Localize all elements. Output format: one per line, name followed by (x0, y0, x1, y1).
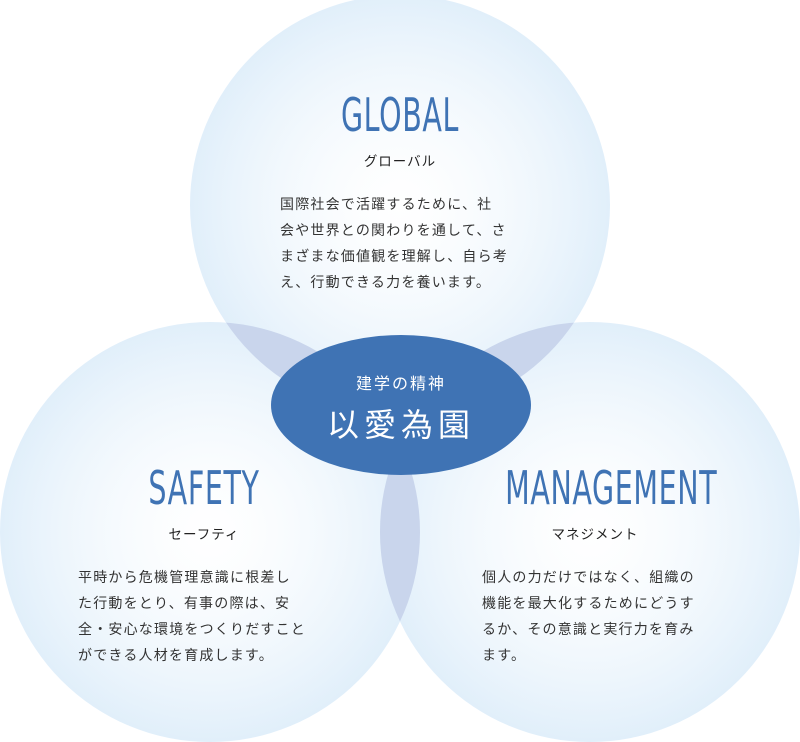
center-subtitle: 建学の精神 (355, 374, 446, 393)
global-description: 国際社会で活躍するために、社 会や世界との関わりを通して、さ まざまな価値観を理… (280, 192, 540, 296)
safety-line-1: 平時から危機管理意識に根差し (78, 570, 291, 586)
global-line-2: 会や世界との関わりを通して、さ (280, 223, 507, 239)
management-line-2: 機能を最大化するためにどうす (482, 596, 695, 612)
safety-title: SAFETY (148, 461, 260, 515)
global-line-1: 国際社会で活躍するために、社 (280, 197, 493, 213)
safety-block: SAFETY セーフティ 平時から危機管理意識に根差し た行動をとり、有事の際は… (64, 465, 344, 669)
global-title: GLOBAL (340, 88, 460, 142)
global-circle (190, 0, 610, 415)
management-block: MANAGEMENT マネジメント 個人の力だけではなく、組織の 機能を最大化す… (450, 465, 740, 669)
management-subtitle: マネジメント (551, 527, 639, 543)
safety-line-3: 全・安心な環境をつくりだすこと (78, 622, 306, 638)
global-subtitle: グローバル (363, 154, 437, 170)
safety-line-2: た行動をとり、有事の際は、安 (78, 596, 291, 612)
safety-subtitle: セーフティ (168, 527, 240, 543)
global-line-4: え、行動できる力を養います。 (280, 275, 492, 291)
management-description: 個人の力だけではなく、組織の 機能を最大化するためにどうす るか、その意識と実行… (482, 565, 740, 669)
management-title: MANAGEMENT (505, 461, 718, 515)
management-line-3: るか、その意識と実行力を育み (482, 622, 695, 638)
management-line-1: 個人の力だけではなく、組織の (482, 570, 695, 586)
center-ellipse (271, 335, 531, 475)
global-line-3: まざまな価値観を理解し、自ら考 (280, 249, 508, 265)
global-block: GLOBAL グローバル 国際社会で活躍するために、社 会や世界との関わりを通し… (260, 92, 540, 296)
management-line-4: ます。 (482, 648, 527, 664)
center-title: 以愛為園 (326, 406, 475, 444)
safety-line-4: ができる人材を育成します。 (78, 648, 274, 664)
safety-description: 平時から危機管理意識に根差し た行動をとり、有事の際は、安 全・安心な環境をつく… (78, 565, 344, 669)
center-label: 建学の精神 以愛為園 (272, 358, 530, 468)
